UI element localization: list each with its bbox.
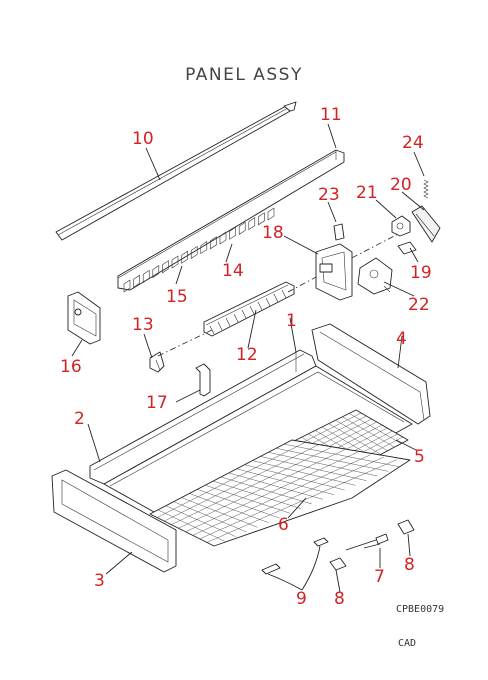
callout-4: 4 (396, 329, 407, 349)
callout-3: 3 (94, 571, 105, 591)
callout-8-right: 8 (404, 555, 415, 575)
callout-16: 16 (60, 357, 82, 377)
part-11-panel (117, 149, 345, 291)
part-24-spring (423, 179, 429, 199)
callout-8-left: 8 (334, 589, 345, 609)
part-9-tabs (261, 537, 329, 575)
part-13-clip (149, 351, 165, 373)
part-3-front-panel (51, 469, 177, 573)
callout-15: 15 (166, 287, 188, 307)
part-18-frame (315, 243, 353, 301)
diagram-title: PANEL ASSY (185, 65, 303, 85)
part-17-bracket (195, 363, 211, 397)
callout-6: 6 (278, 515, 289, 535)
part-22-motor (357, 257, 393, 295)
part-10-rail (55, 101, 297, 241)
callout-23: 23 (318, 185, 340, 205)
callout-19: 19 (410, 263, 432, 283)
callout-9: 9 (296, 589, 307, 609)
part-21-gear (391, 215, 411, 237)
callout-labels: 10 11 24 20 21 23 18 14 15 19 22 13 1 4 … (60, 105, 432, 609)
callout-5: 5 (414, 447, 425, 467)
part-12-louver (203, 281, 295, 337)
part-7-pins (345, 533, 389, 551)
callout-24: 24 (402, 133, 424, 153)
footer-label: CAD (398, 638, 416, 649)
part-6-mesh (149, 439, 411, 547)
callout-18: 18 (262, 223, 284, 243)
callout-1: 1 (286, 311, 297, 331)
callout-21: 21 (356, 183, 378, 203)
assembly-centerline (157, 231, 403, 357)
callout-10: 10 (132, 129, 154, 149)
part-20-plate (411, 205, 441, 243)
part-4-side-panel (311, 323, 431, 425)
callout-2: 2 (74, 409, 85, 429)
callout-13: 13 (132, 315, 154, 335)
callout-22: 22 (408, 295, 430, 315)
callout-20: 20 (390, 175, 412, 195)
drawing-code: CPBE0079 (396, 604, 444, 615)
callout-14: 14 (222, 261, 244, 281)
part-8-block-left (329, 557, 347, 571)
part-8-block-right (397, 519, 415, 535)
leader-lines (71, 123, 425, 593)
part-23-block (333, 223, 345, 241)
part-16-bracket (67, 291, 101, 345)
callout-17: 17 (146, 393, 168, 413)
callout-12: 12 (236, 345, 258, 365)
part-14-vent-slats (123, 207, 275, 293)
callout-11: 11 (320, 105, 342, 125)
part-19-connector (397, 241, 417, 255)
callout-7: 7 (374, 567, 385, 587)
